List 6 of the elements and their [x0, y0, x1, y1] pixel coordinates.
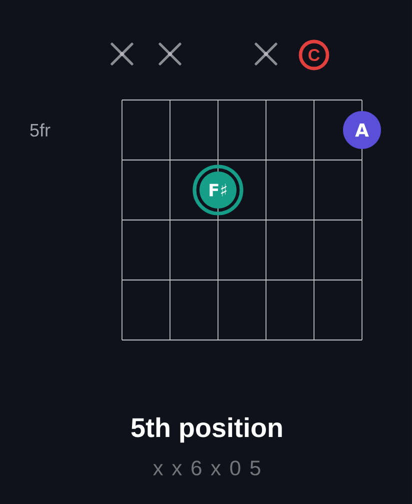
mute-mark [158, 42, 182, 66]
mute-mark [254, 42, 278, 66]
mute-mark [110, 42, 134, 66]
title: 5th position [131, 417, 282, 443]
fingering-text: x x 6 x 0 5 [153, 460, 260, 476]
fret-label: 5fr [30, 123, 50, 137]
